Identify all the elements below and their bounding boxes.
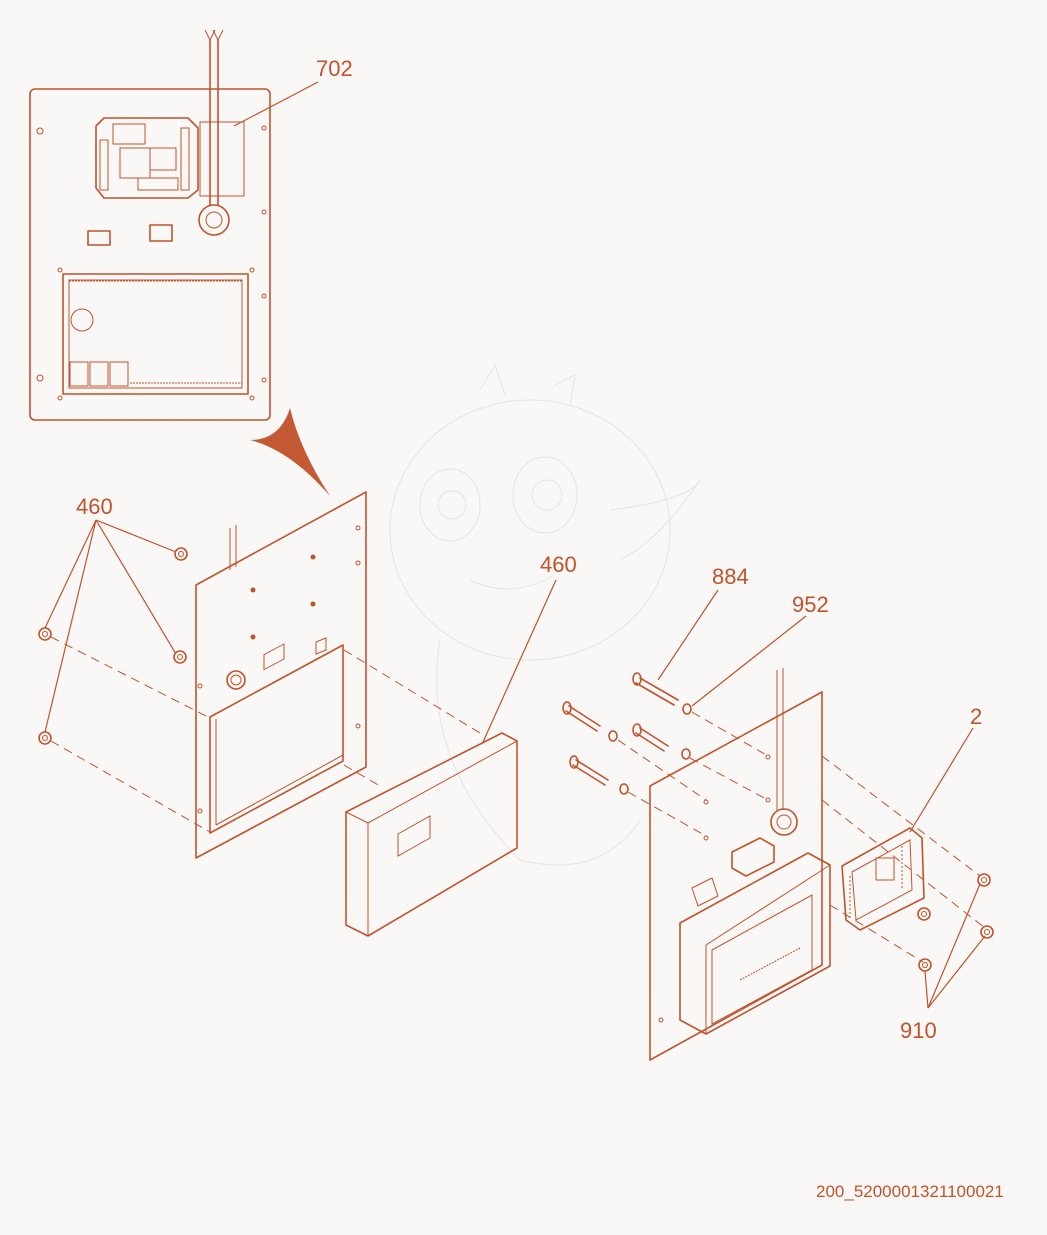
- baby-dragon-watermark-icon: [389, 363, 701, 866]
- callout-2: 2: [970, 704, 983, 729]
- right-mounting-panel: [649, 668, 831, 1061]
- bolts-884: [562, 672, 679, 786]
- down-arrow-icon: [250, 408, 330, 496]
- callout-460-left: 460: [76, 494, 113, 519]
- callout-460-center: 460: [540, 552, 577, 577]
- leader-460-center: [482, 579, 557, 743]
- callout-910: 910: [900, 1018, 937, 1043]
- callout-952: 952: [792, 592, 829, 617]
- left-door-panel: [195, 491, 367, 859]
- display-housing: [345, 732, 518, 937]
- control-panel-inset: [29, 29, 271, 421]
- leader-702: [233, 81, 319, 127]
- voltage-regulator: [841, 827, 925, 931]
- washers-952: [608, 703, 692, 795]
- dashed-projection-left: [50, 636, 481, 833]
- leaders-right: [657, 589, 986, 1009]
- hex-nuts-left: [38, 547, 188, 745]
- hex-nuts-right: [917, 873, 994, 972]
- leaders-460-left: [44, 519, 177, 733]
- drawing-code: 200_5200001321100021: [816, 1182, 1004, 1201]
- dashed-projection-right: [617, 711, 986, 963]
- callout-702: 702: [316, 56, 353, 81]
- callout-884: 884: [712, 564, 749, 589]
